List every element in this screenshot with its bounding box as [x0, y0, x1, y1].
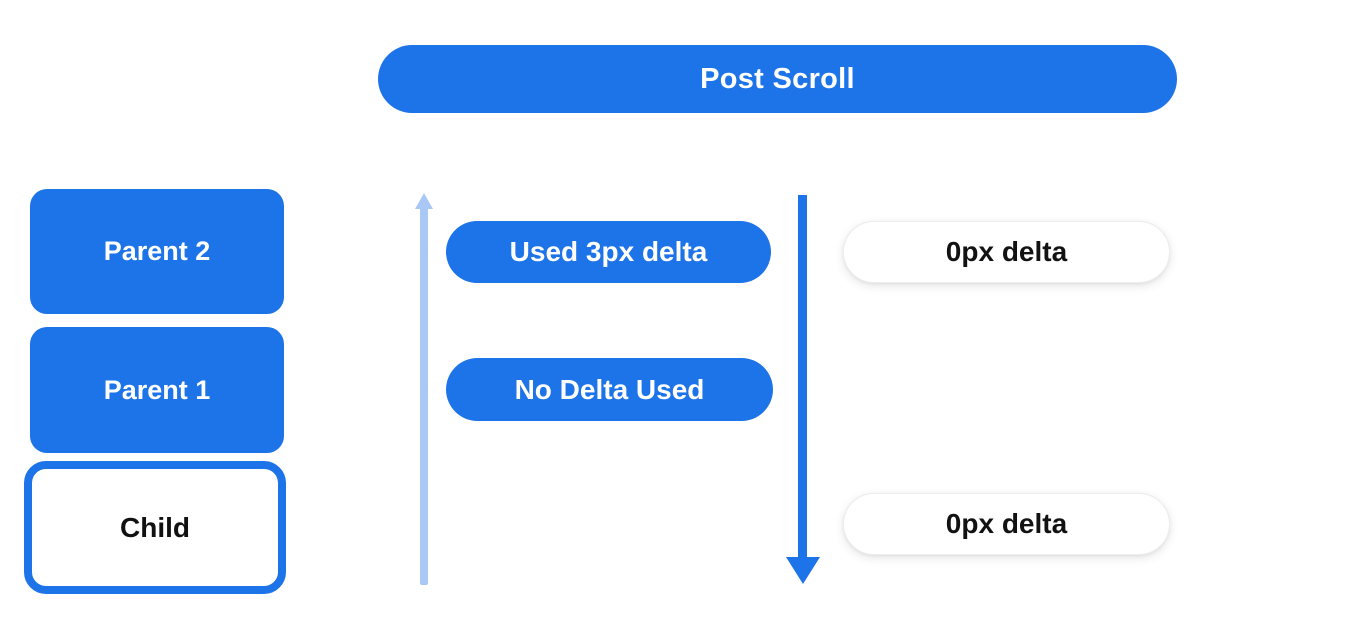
no-delta-used-pill: No Delta Used	[446, 358, 773, 421]
zero-px-delta-bottom-pill: 0px delta	[843, 493, 1170, 555]
post-scroll-header: Post Scroll	[378, 45, 1177, 113]
zero-px-delta-top-pill: 0px delta	[843, 221, 1170, 283]
used-3px-delta-pill: Used 3px delta	[446, 221, 771, 283]
down-arrow-shaft	[798, 195, 807, 559]
down-arrowhead-icon	[786, 557, 820, 584]
parent-2-box: Parent 2	[30, 189, 284, 314]
child-box: Child	[24, 461, 286, 594]
up-arrowhead-icon	[415, 193, 433, 209]
up-arrow-shaft	[420, 207, 428, 585]
parent-1-box: Parent 1	[30, 327, 284, 453]
